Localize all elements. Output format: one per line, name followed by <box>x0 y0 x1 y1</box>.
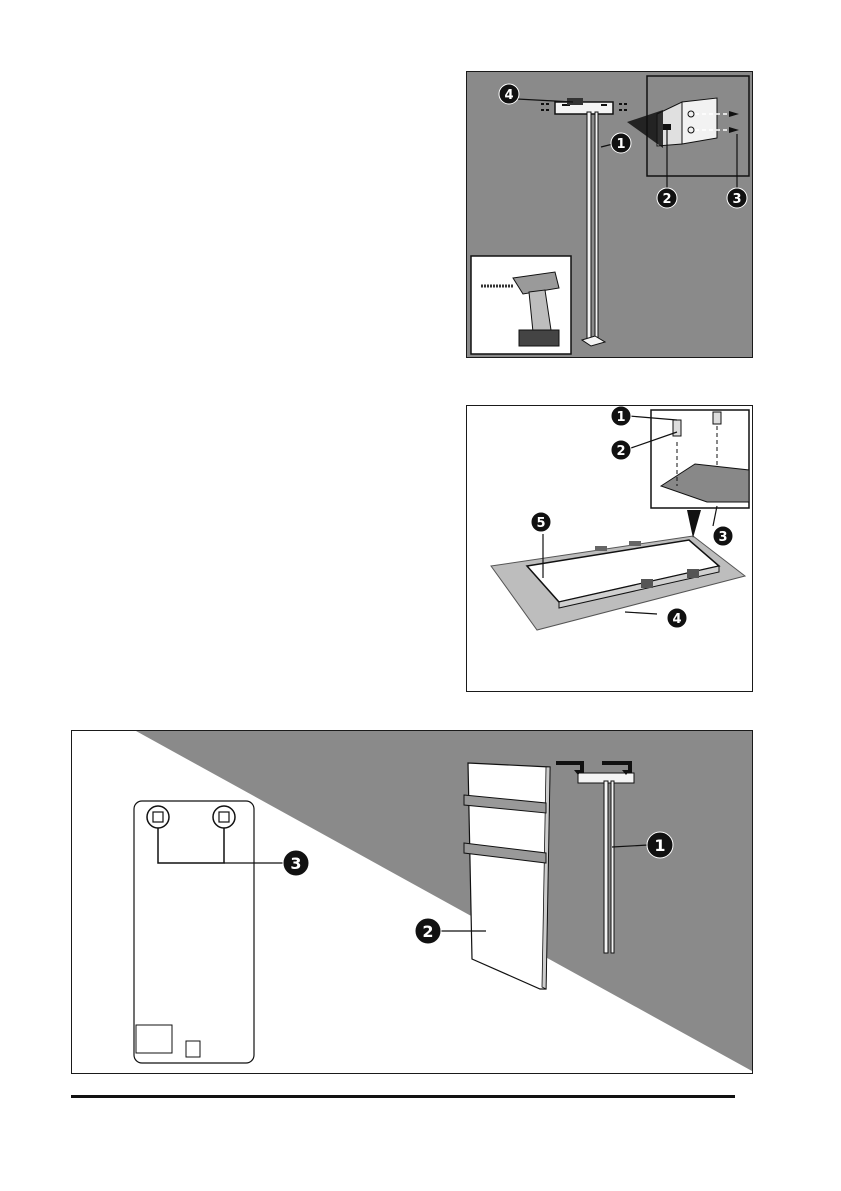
figure-1-illustration: 1 2 3 4 <box>467 72 752 357</box>
callout-5: 5 <box>531 512 551 532</box>
figure-3-panel-hanging: 1 2 3 <box>71 730 753 1074</box>
figure-2-illustration: 1 2 3 4 5 <box>467 406 752 691</box>
heater-panel <box>464 763 550 989</box>
bracket-detail-inset <box>651 410 749 538</box>
svg-text:3: 3 <box>732 192 741 207</box>
svg-text:2: 2 <box>616 444 625 459</box>
figure-2-panel-bracket-fitting: 1 2 3 4 5 <box>466 405 753 692</box>
screw-detail-inset <box>627 76 749 176</box>
callout-2: 2 <box>415 918 441 944</box>
callout-3: 3 <box>283 850 309 876</box>
footer-rule <box>71 1095 735 1098</box>
callout-3: 3 <box>727 188 747 208</box>
figure-1-bracket-mounting: 1 2 3 4 <box>466 71 753 358</box>
svg-text:3: 3 <box>718 530 727 545</box>
callout-3: 3 <box>713 526 733 546</box>
callout-4: 4 <box>667 608 687 628</box>
panel-rear-view <box>134 801 254 1063</box>
svg-text:1: 1 <box>616 410 625 425</box>
svg-text:4: 4 <box>504 88 513 103</box>
figure-3-illustration: 1 2 3 <box>72 731 752 1073</box>
svg-text:2: 2 <box>422 922 433 941</box>
callout-4: 4 <box>499 84 519 104</box>
svg-text:4: 4 <box>672 612 681 627</box>
callout-2: 2 <box>611 440 631 460</box>
drill-inset <box>471 256 571 354</box>
callout-1: 1 <box>611 133 631 153</box>
svg-text:1: 1 <box>616 137 625 152</box>
callout-2: 2 <box>657 188 677 208</box>
svg-text:5: 5 <box>536 516 545 531</box>
callout-1: 1 <box>647 832 673 858</box>
svg-text:2: 2 <box>662 192 671 207</box>
callout-1: 1 <box>611 406 631 426</box>
svg-text:1: 1 <box>654 836 665 855</box>
svg-text:3: 3 <box>290 854 301 873</box>
